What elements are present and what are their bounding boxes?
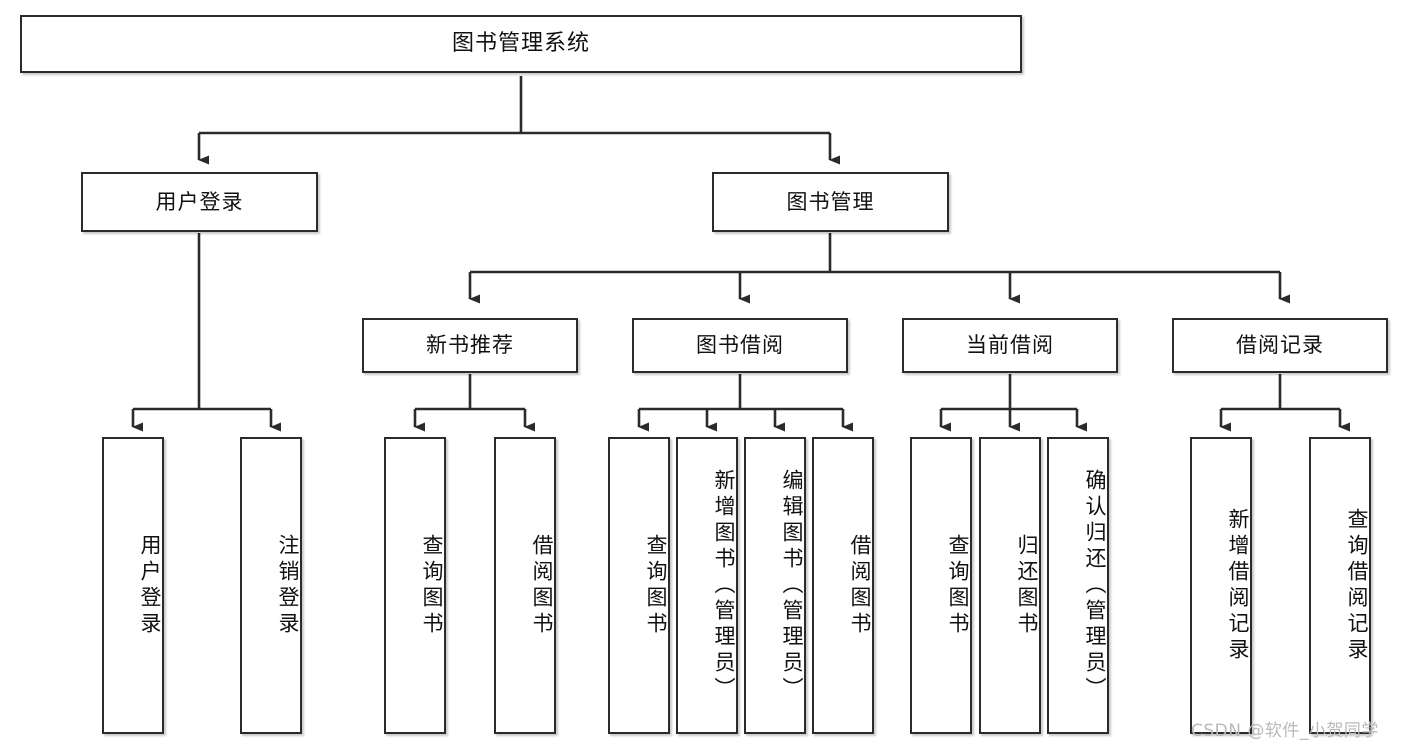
node-label: 编辑图书（管理员） — [780, 468, 804, 703]
node-book-borrow[interactable]: 图书借阅 — [632, 318, 848, 373]
node-label: 查询图书 — [420, 533, 444, 638]
node-label: 图书管理 — [786, 189, 875, 214]
node-label: 借阅记录 — [1236, 333, 1324, 358]
leaf-add-borrow-record[interactable]: 新增借阅记录 — [1190, 437, 1252, 734]
leaf-return-book[interactable]: 归还图书 — [979, 437, 1041, 734]
leaf-logout[interactable]: 注销登录 — [240, 437, 302, 734]
node-label: 确认归还（管理员） — [1083, 468, 1107, 703]
node-user-login[interactable]: 用户登录 — [81, 172, 318, 232]
node-root-system[interactable]: 图书管理系统 — [20, 15, 1022, 73]
node-current-borrow[interactable]: 当前借阅 — [902, 318, 1118, 373]
node-label: 新增借阅记录 — [1226, 507, 1250, 664]
leaf-user-login[interactable]: 用户登录 — [102, 437, 164, 734]
watermark-text: CSDN @软件_小贺同学 — [1191, 721, 1379, 741]
node-label: 查询图书 — [946, 533, 970, 638]
node-label: 图书管理系统 — [451, 31, 590, 57]
node-label: 当前借阅 — [966, 333, 1054, 358]
leaf-borrow-book-borrow[interactable]: 借阅图书 — [812, 437, 874, 734]
leaf-query-book-rec[interactable]: 查询图书 — [384, 437, 446, 734]
node-label: 用户登录 — [155, 189, 244, 214]
leaf-borrow-book-rec[interactable]: 借阅图书 — [494, 437, 556, 734]
leaf-confirm-return-admin[interactable]: 确认归还（管理员） — [1047, 437, 1109, 734]
node-label: 归还图书 — [1015, 533, 1039, 638]
node-label: 图书借阅 — [696, 333, 784, 358]
node-label: 借阅图书 — [848, 533, 872, 638]
node-label: 新书推荐 — [426, 333, 514, 358]
node-label: 新增图书（管理员） — [712, 468, 736, 703]
node-label: 查询图书 — [644, 533, 668, 638]
node-label: 借阅图书 — [530, 533, 554, 638]
node-new-book-recommend[interactable]: 新书推荐 — [362, 318, 578, 373]
node-book-manage[interactable]: 图书管理 — [712, 172, 949, 232]
node-label: 注销登录 — [276, 533, 300, 638]
node-label: 查询借阅记录 — [1345, 507, 1369, 664]
node-label: 用户登录 — [138, 533, 162, 638]
leaf-add-book-admin[interactable]: 新增图书（管理员） — [676, 437, 738, 734]
leaf-edit-book-admin[interactable]: 编辑图书（管理员） — [744, 437, 806, 734]
leaf-query-book-current[interactable]: 查询图书 — [910, 437, 972, 734]
leaf-query-book-borrow[interactable]: 查询图书 — [608, 437, 670, 734]
leaf-query-borrow-record[interactable]: 查询借阅记录 — [1309, 437, 1371, 734]
node-borrow-record[interactable]: 借阅记录 — [1172, 318, 1388, 373]
